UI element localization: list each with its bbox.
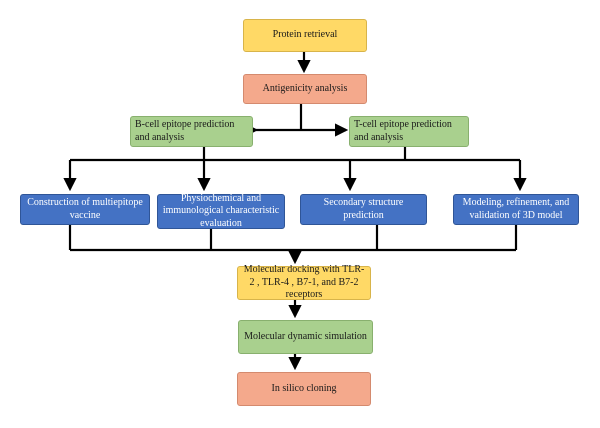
b-cell-epitope-label: B-cell epitope prediction and analysis <box>135 119 235 143</box>
antigenicity-analysis-box: Antigenicity analysis <box>243 74 367 104</box>
physicochemical-evaluation-box: Physiochemical and immunological charact… <box>157 192 285 229</box>
in-silico-cloning-label: In silico cloning <box>271 382 337 394</box>
t-cell-epitope-box: T-cell epitope prediction and analysis <box>349 116 469 147</box>
secondary-structure-label: Secondary structure prediction <box>323 197 404 221</box>
md-simulation-label: Molecular dynamic simulation <box>244 330 367 342</box>
b-cell-epitope-box: B-cell epitope prediction and analysis <box>130 116 253 147</box>
multiepitope-vaccine-label: Construction of multiepitope vaccine <box>27 197 143 221</box>
molecular-docking-box: Molecular docking with TLR-2 , TLR-4 , B… <box>237 264 371 301</box>
protein-retrieval-box: Protein retrieval <box>243 19 367 52</box>
in-silico-cloning-box: In silico cloning <box>237 372 371 406</box>
molecular-docking-label: Molecular docking with TLR-2 , TLR-4 , B… <box>243 264 365 301</box>
md-simulation-box: Molecular dynamic simulation <box>238 320 373 354</box>
physicochemical-evaluation-label: Physiochemical and immunological charact… <box>162 192 280 229</box>
antigenicity-analysis-label: Antigenicity analysis <box>262 82 348 94</box>
modeling-refinement-box: Modeling, refinement, and validation of … <box>453 194 579 225</box>
multiepitope-vaccine-box: Construction of multiepitope vaccine <box>20 194 150 225</box>
protein-retrieval-label: Protein retrieval <box>272 29 338 41</box>
secondary-structure-box: Secondary structure prediction <box>300 194 427 225</box>
t-cell-epitope-label: T-cell epitope prediction and analysis <box>354 119 452 143</box>
modeling-refinement-label: Modeling, refinement, and validation of … <box>462 197 570 221</box>
